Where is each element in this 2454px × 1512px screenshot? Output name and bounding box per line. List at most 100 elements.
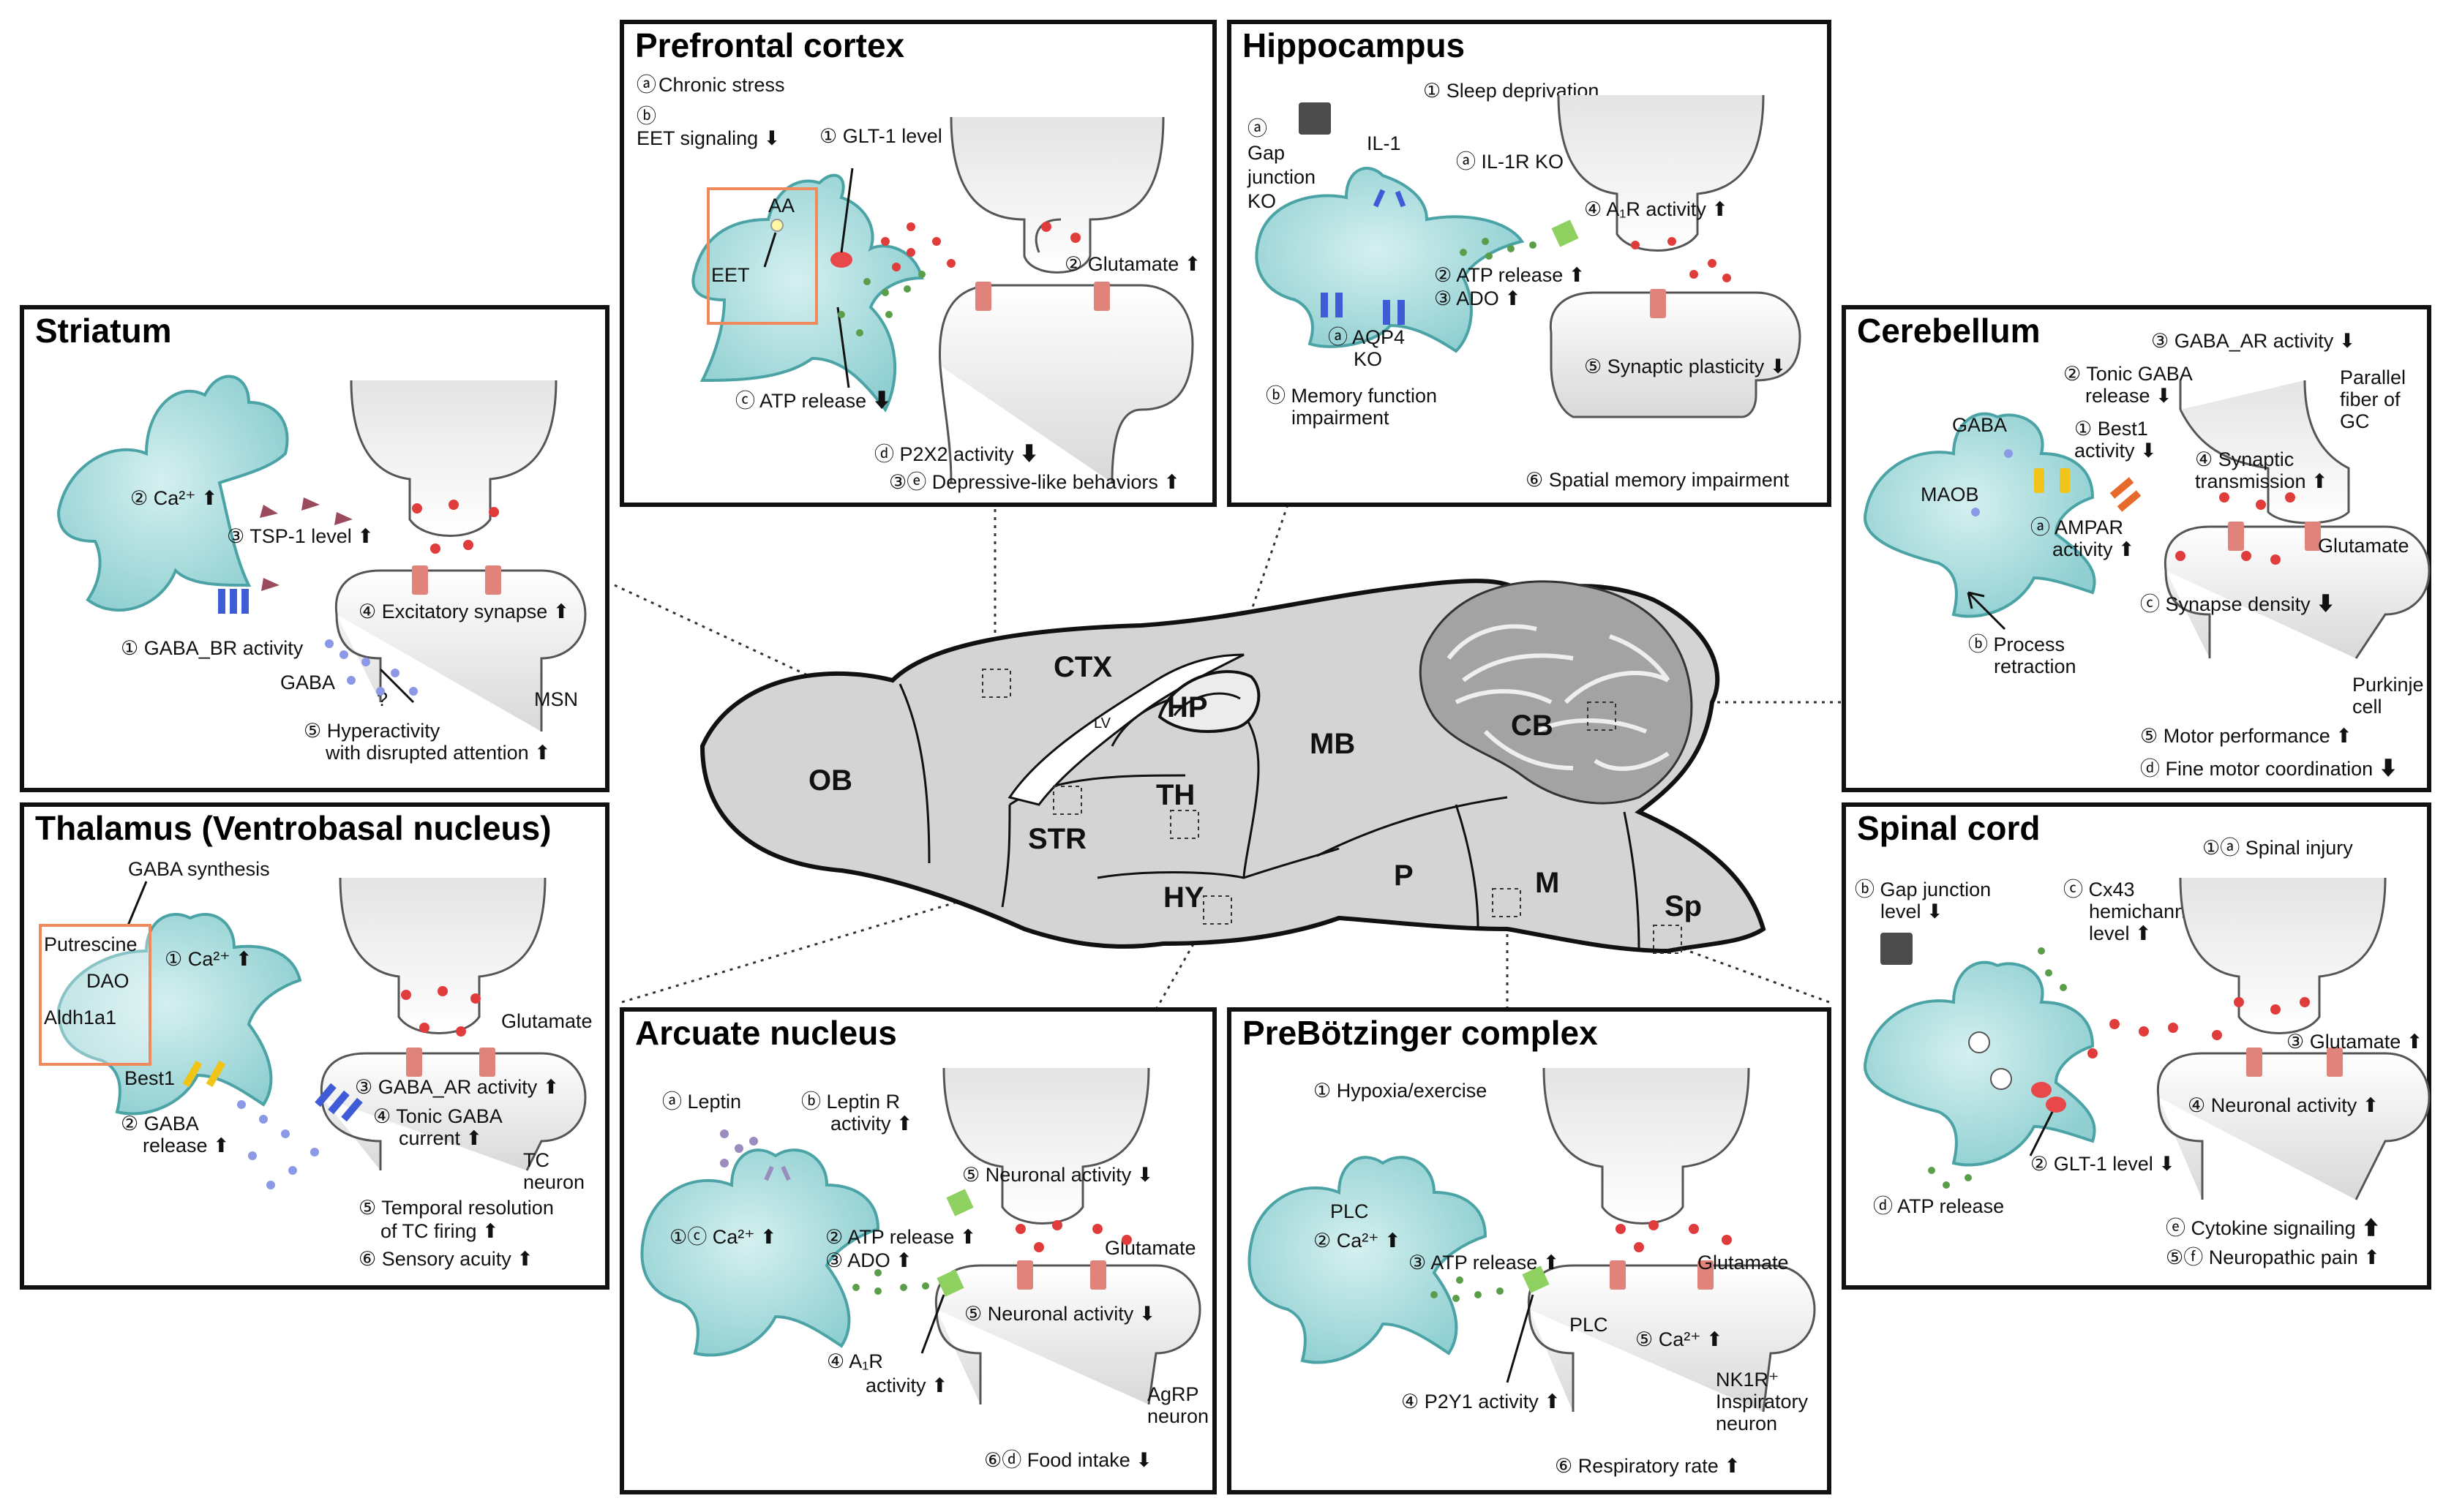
- region-mb: MB: [1310, 728, 1355, 760]
- panel-cerebellum: Cerebellum ③ GABA_AR activity ⬇ ② Tonic …: [1842, 305, 2431, 792]
- panel-title: Arcuate nucleus: [635, 1014, 897, 1052]
- label-putrescine: Putrescine: [44, 933, 138, 955]
- label-ampar: ⓐ AMPAR: [2030, 516, 2123, 538]
- label-synaptic-transmission: ④ Synaptic: [2195, 448, 2294, 470]
- label-aa: AA: [768, 195, 795, 217]
- label-gaba: GABA: [280, 672, 335, 693]
- panel-title: Prefrontal cortex: [635, 26, 905, 64]
- region-sp: Sp: [1665, 890, 1702, 922]
- label-glutamate: ③ Glutamate ⬆: [2286, 1031, 2423, 1053]
- label-nk1r: NK1R⁺: [1716, 1369, 1779, 1391]
- label-best1: Best1: [124, 1067, 175, 1089]
- label-ca: ② Ca²⁺ ⬆: [130, 487, 218, 509]
- label-spatial-memory: ⑥ Spatial memory impairment: [1526, 469, 1790, 491]
- region-ob: OB: [808, 764, 852, 797]
- label-ado: ③ ADO ⬆: [1434, 287, 1521, 309]
- region-str: STR: [1028, 823, 1087, 855]
- label-a-marker: ⓐ: [637, 74, 656, 96]
- label-il1r-ko: ⓐ IL-1R KO: [1456, 151, 1564, 173]
- label-parallel: Parallel: [2340, 366, 2406, 388]
- label-cx43-level: level ⬆: [2089, 922, 2152, 944]
- label-glt1-level: ① GLT-1 level ⬇: [819, 125, 964, 147]
- label-gap-junction-level: level ⬇: [1880, 900, 1943, 922]
- label-ado: ③ ADO ⬆: [825, 1249, 912, 1271]
- atp-dots: [838, 271, 926, 336]
- label-ca-neuron: ⑤ Ca²⁺ ⬆: [1635, 1328, 1723, 1350]
- region-hy: HY: [1163, 881, 1204, 914]
- label-tsp1-level: ③ TSP-1 level ⬆: [227, 525, 374, 547]
- glutamate-dots: [881, 222, 1081, 271]
- label-temporal-resolution-2: of TC firing ⬆: [380, 1220, 499, 1242]
- label-purkinje-cell: cell: [2352, 696, 2382, 718]
- panel-title: Striatum: [35, 312, 172, 350]
- label-a1r-activity: activity ⬆: [866, 1374, 948, 1396]
- label-b-marker: ⓑ: [637, 105, 656, 127]
- label-gap-marker: ⓐ: [1247, 118, 1267, 140]
- label-glutamate: Glutamate: [1697, 1252, 1789, 1274]
- label-glutamate: ② Glutamate ⬆: [1065, 253, 1201, 275]
- label-spinal-injury: ①ⓐ Spinal injury: [2202, 837, 2353, 859]
- region-cb: CB: [1511, 710, 1553, 742]
- label-dao: DAO: [86, 970, 130, 992]
- label-maob: MAOB: [1921, 484, 1979, 505]
- label-ampar-activity: activity ⬆: [2052, 538, 2135, 560]
- label-cytokine-signaling: ⓔ Cytokine signailing ⬆: [2166, 1217, 2381, 1239]
- label-tc: TC: [523, 1149, 549, 1171]
- label-tc-neuron: neuron: [523, 1171, 585, 1193]
- region-lv: LV: [1094, 715, 1111, 731]
- label-temporal-resolution: ⑤ Temporal resolution: [359, 1197, 554, 1219]
- label-tonic-gaba-2: release ⬇: [2085, 385, 2172, 407]
- label-a1r-activity: ④ A₁R activity ⬆: [1584, 198, 1728, 220]
- label-atp-release: ⓒ ATP release ⬇: [735, 390, 892, 412]
- label-ca: ① Ca²⁺ ⬆: [165, 948, 252, 970]
- label-gabaa-activity: ③ GABA_AR activity ⬆: [355, 1076, 559, 1098]
- label-glutamate: Glutamate: [2318, 535, 2409, 557]
- label-tonic-gaba: ② Tonic GABA: [2063, 363, 2193, 385]
- label-atp-release: ② ATP release ⬆: [1434, 264, 1585, 286]
- label-gaba-release-2: release ⬆: [143, 1135, 230, 1156]
- label-tonic-gaba: ④ Tonic GABA: [373, 1105, 503, 1127]
- panel-spinal-cord: Spinal cord ①ⓐ Spinal injury ⓑ Gap junct…: [1842, 802, 2431, 1290]
- label-agrp-neuron: neuron: [1147, 1405, 1209, 1427]
- label-atp-release: ③ ATP release ⬆: [1408, 1252, 1559, 1274]
- panel-title: Hippocampus: [1242, 26, 1465, 64]
- label-glt1-level: ② GLT-1 level ⬇: [2030, 1153, 2175, 1175]
- panel-title: PreBötzinger complex: [1242, 1014, 1598, 1052]
- label-glutamate: Glutamate: [501, 1010, 593, 1032]
- label-gaba: GABA: [1952, 414, 2007, 436]
- label-gc: GC: [2340, 410, 2370, 432]
- region-ctx: CTX: [1054, 651, 1112, 683]
- label-process: ⓑ Process: [1968, 633, 2065, 655]
- label-memory-impairment-2: impairment: [1291, 407, 1389, 429]
- label-plc: PLC: [1330, 1200, 1369, 1222]
- panel-thalamus: Thalamus (Ventrobasal nucleus) GABA synt…: [20, 802, 609, 1290]
- label-msn: MSN: [534, 688, 578, 710]
- panel-prefrontal-cortex: Prefrontal cortex ⓐ Chronic stress ⓑ EET…: [620, 20, 1217, 507]
- label-eet: EET: [711, 264, 750, 286]
- panel-title: Spinal cord: [1857, 809, 2040, 847]
- label-neuronal-activity: ④ Neuronal activity ⬆: [2188, 1094, 2379, 1116]
- label-gap-junction: ⓑ Gap junction: [1855, 879, 1991, 900]
- label-synaptic-transmission-2: transmission ⬆: [2195, 470, 2328, 492]
- region-th: TH: [1156, 779, 1195, 811]
- label-inspiratory: Inspiratory: [1716, 1391, 1809, 1413]
- gap-junction-icon: [1880, 933, 1913, 965]
- label-agrp: AgRP: [1147, 1383, 1199, 1405]
- label-retraction: retraction: [1994, 655, 2076, 677]
- label-atp-release: ⓓ ATP release: [1873, 1195, 2004, 1217]
- label-glutamate: Glutamate: [1105, 1237, 1196, 1259]
- label-leptin: ⓐ Leptin: [662, 1091, 741, 1113]
- label-gaba-release: ② GABA: [121, 1113, 199, 1135]
- label-a1r: ④ A₁R: [827, 1350, 883, 1372]
- region-p: P: [1394, 860, 1414, 892]
- label-tonic-gaba-2: current ⬆: [399, 1127, 482, 1149]
- label-gap: Gap: [1247, 142, 1285, 164]
- panel-hippocampus: Hippocampus ① Sleep deprivation ⓐ Gap ju…: [1227, 20, 1831, 507]
- label-il1: IL-1: [1367, 132, 1401, 154]
- label-depressive-behaviors: ③ⓔ Depressive-like behaviors ⬆: [889, 471, 1180, 493]
- label-food-intake: ⑥ⓓ Food intake ⬇: [984, 1449, 1152, 1471]
- label-fine-motor: ⓓ Fine motor coordination ⬇: [2140, 758, 2398, 780]
- label-memory-impairment: ⓑ Memory function: [1266, 385, 1437, 407]
